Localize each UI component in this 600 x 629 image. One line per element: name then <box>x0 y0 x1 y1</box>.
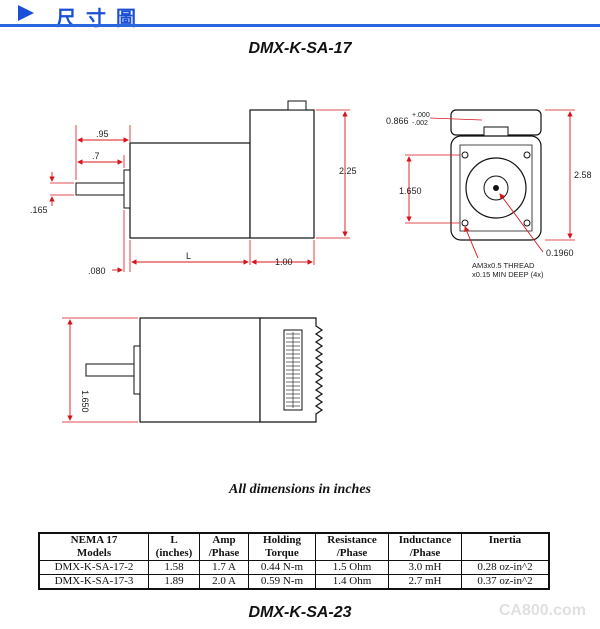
dim-0165: .165 <box>30 205 48 215</box>
thread-note-1: AM3x0.5 THREAD <box>472 261 535 270</box>
driver-housing <box>249 109 315 239</box>
dim-L: L <box>186 251 191 261</box>
motor-body <box>129 142 251 239</box>
mount-hole-icon <box>523 219 531 227</box>
cell-inductance: 2.7 mH <box>388 574 462 590</box>
section-title-sa17: DMX-K-SA-17 <box>248 40 352 57</box>
play-arrow-icon <box>18 5 34 21</box>
dim-095: .95 <box>96 129 109 139</box>
connector-tab <box>287 100 307 111</box>
mount-hole-icon <box>461 151 469 159</box>
dim-1650-vertical: 1.650 <box>80 390 90 413</box>
cell-inertia: 0.28 oz-in^2 <box>461 560 550 575</box>
mount-hole-icon <box>461 219 469 227</box>
cell-resistance: 1.4 Ohm <box>315 574 389 590</box>
dim-100: 1.00 <box>275 257 293 267</box>
dimension-drawing: .95 .7 .165 .080 L 1.00 2.25 <box>30 100 592 423</box>
col-header-inductance: Inductance/Phase <box>388 532 462 561</box>
dimensions-caption: All dimensions in inches <box>229 482 371 497</box>
thread-note-2: x0.15 MIN DEEP (4x) <box>472 270 544 279</box>
dim-258: 2.58 <box>574 170 592 180</box>
top-shaft <box>85 363 135 377</box>
motor-shaft <box>75 182 125 196</box>
cell-model: DMX-K-SA-17-2 <box>38 560 149 575</box>
front-view: 0.866 +.000 -.002 1.650 2.58 0.1960 AM3x… <box>386 109 592 279</box>
col-header-length: L(inches) <box>148 532 200 561</box>
top-pilot-boss <box>133 345 141 395</box>
cell-model: DMX-K-SA-17-3 <box>38 574 149 590</box>
header-bar: 尺寸圖 <box>0 0 600 30</box>
top-motor-body <box>139 317 261 423</box>
cell-torque: 0.59 N-m <box>248 574 316 590</box>
cell-amp: 1.7 A <box>199 560 249 575</box>
dim-225: 2.25 <box>339 166 357 176</box>
cell-resistance: 1.5 Ohm <box>315 560 389 575</box>
col-header-resistance: Resistance/Phase <box>315 532 389 561</box>
dim-tol-minus: -.002 <box>412 120 428 127</box>
dim-tol-plus: +.000 <box>412 112 430 119</box>
side-view: .95 .7 .165 .080 L 1.00 2.25 <box>30 100 357 276</box>
watermark: CA800.com <box>498 602 586 619</box>
col-header-amp: Amp/Phase <box>199 532 249 561</box>
cell-length: 1.58 <box>148 560 200 575</box>
pilot-boss <box>123 169 131 209</box>
table-row: DMX-K-SA-17-3 1.89 2.0 A 0.59 N-m 1.4 Oh… <box>38 574 550 590</box>
dim-01960: 0.1960 <box>546 248 574 258</box>
cell-amp: 2.0 A <box>199 574 249 590</box>
dim-1650: 1.650 <box>399 186 422 196</box>
col-header-inertia: Inertia <box>461 532 550 561</box>
cell-length: 1.89 <box>148 574 200 590</box>
mount-hole-icon <box>523 151 531 159</box>
table-row: DMX-K-SA-17-2 1.58 1.7 A 0.44 N-m 1.5 Oh… <box>38 560 550 575</box>
top-view: 1.650 <box>62 317 324 423</box>
dim-0866: 0.866 <box>386 116 409 126</box>
dim-07: .7 <box>92 151 100 161</box>
section-title-sa23: DMX-K-SA-23 <box>248 604 352 621</box>
cell-inductance: 3.0 mH <box>388 560 462 575</box>
dim-0080: .080 <box>88 266 106 276</box>
header-divider <box>0 24 600 27</box>
cell-inertia: 0.37 oz-in^2 <box>461 574 550 590</box>
cell-torque: 0.44 N-m <box>248 560 316 575</box>
